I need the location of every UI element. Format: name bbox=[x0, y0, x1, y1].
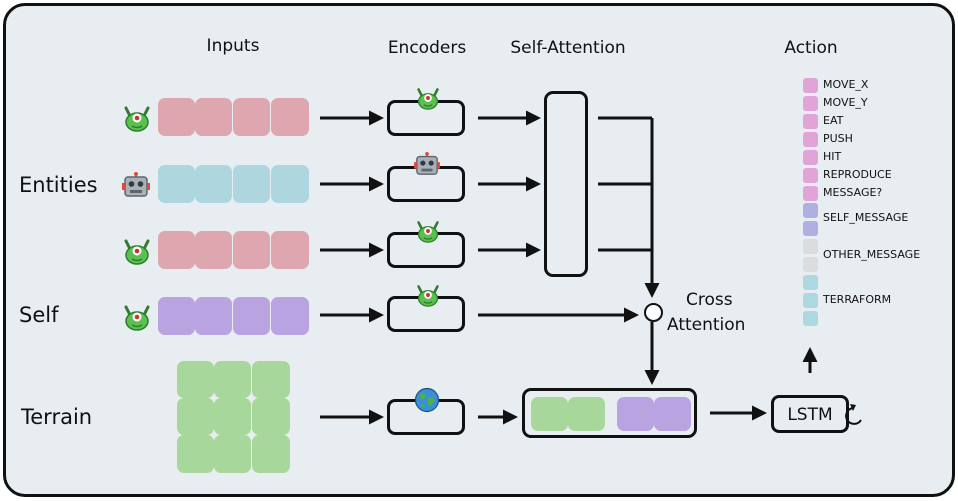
action-swatch-terraform bbox=[803, 311, 818, 326]
header-self-attention: Self-Attention bbox=[510, 38, 626, 58]
token-cell bbox=[233, 231, 270, 269]
token-cell bbox=[271, 297, 309, 335]
label-self: Self bbox=[19, 303, 59, 327]
token-cell bbox=[233, 98, 270, 136]
cross-attention-label-line1: Cross bbox=[686, 290, 733, 310]
cross-attention-node bbox=[644, 303, 663, 322]
action-swatch-eat bbox=[803, 114, 818, 129]
label-terrain: Terrain bbox=[21, 405, 93, 429]
action-swatch-other-message bbox=[803, 257, 818, 272]
action-swatch-self-message bbox=[803, 203, 818, 218]
action-label-message: MESSAGE? bbox=[823, 186, 883, 199]
token-cell bbox=[271, 231, 309, 269]
token-cell bbox=[158, 297, 195, 335]
token-cell bbox=[233, 297, 270, 335]
action-label-other-message: OTHER_MESSAGE bbox=[823, 248, 921, 261]
header-inputs: Inputs bbox=[206, 36, 260, 56]
action-swatch-hit bbox=[803, 150, 818, 165]
action-label-eat: EAT bbox=[823, 114, 844, 127]
concat-terrain-cell bbox=[531, 397, 568, 431]
action-swatch-self-message bbox=[803, 221, 818, 236]
label-entities: Entities bbox=[19, 173, 98, 197]
terrain-cell bbox=[177, 361, 214, 398]
green-alien-icon bbox=[124, 239, 150, 265]
terrain-cell bbox=[252, 435, 290, 473]
terrain-cell bbox=[177, 398, 214, 435]
token-cell bbox=[195, 231, 232, 269]
robot-icon bbox=[414, 152, 440, 175]
action-swatch-move-x bbox=[803, 78, 818, 93]
green-alien-icon bbox=[417, 88, 439, 110]
token-cell bbox=[271, 165, 309, 203]
cross-attention-label-line2: Attention bbox=[667, 315, 746, 335]
token-cell bbox=[158, 165, 195, 203]
terrain-cell bbox=[177, 435, 214, 473]
robot-icon bbox=[122, 172, 150, 197]
action-label-self-message: SELF_MESSAGE bbox=[823, 211, 909, 224]
token-cell bbox=[195, 297, 232, 335]
token-cell bbox=[195, 98, 232, 136]
action-label-push: PUSH bbox=[823, 132, 853, 145]
green-alien-icon bbox=[417, 285, 439, 307]
green-alien-icon bbox=[124, 106, 150, 132]
action-swatch-message bbox=[803, 186, 818, 201]
terrain-cell bbox=[214, 398, 251, 435]
token-cell bbox=[271, 98, 309, 136]
green-alien-icon bbox=[124, 305, 150, 331]
action-swatch-terraform bbox=[803, 293, 818, 308]
header-encoders: Encoders bbox=[387, 38, 467, 58]
header-action: Action bbox=[784, 38, 838, 58]
action-label-terraform: TERRAFORM bbox=[823, 293, 892, 306]
lstm-box: LSTM bbox=[771, 395, 849, 433]
terrain-cell bbox=[252, 398, 290, 435]
action-swatch-other-message bbox=[803, 239, 818, 254]
earth-globe-icon bbox=[414, 387, 440, 413]
token-cell bbox=[233, 165, 270, 203]
token-cell bbox=[158, 231, 195, 269]
lstm-label: LSTM bbox=[787, 405, 833, 425]
recurrent-loop-icon bbox=[845, 404, 862, 425]
action-label-move-x: MOVE_X bbox=[823, 78, 869, 91]
concat-terrain-cell bbox=[568, 397, 605, 431]
action-swatch-push bbox=[803, 132, 818, 147]
action-label-move-y: MOVE_Y bbox=[823, 96, 868, 109]
token-cell bbox=[195, 165, 232, 203]
terrain-cell bbox=[214, 361, 251, 398]
self-attention-block bbox=[544, 91, 588, 277]
terrain-cell bbox=[214, 435, 251, 473]
terrain-cell bbox=[252, 361, 290, 398]
action-swatch-terraform bbox=[803, 275, 818, 290]
token-cell bbox=[158, 98, 195, 136]
concat-attention-cell bbox=[654, 397, 691, 431]
green-alien-icon bbox=[417, 221, 439, 243]
action-label-reproduce: REPRODUCE bbox=[823, 168, 892, 181]
action-swatch-move-y bbox=[803, 96, 818, 111]
action-swatch-reproduce bbox=[803, 168, 818, 183]
action-label-hit: HIT bbox=[823, 150, 842, 163]
concat-attention-cell bbox=[617, 397, 654, 431]
concat-block bbox=[522, 388, 697, 438]
